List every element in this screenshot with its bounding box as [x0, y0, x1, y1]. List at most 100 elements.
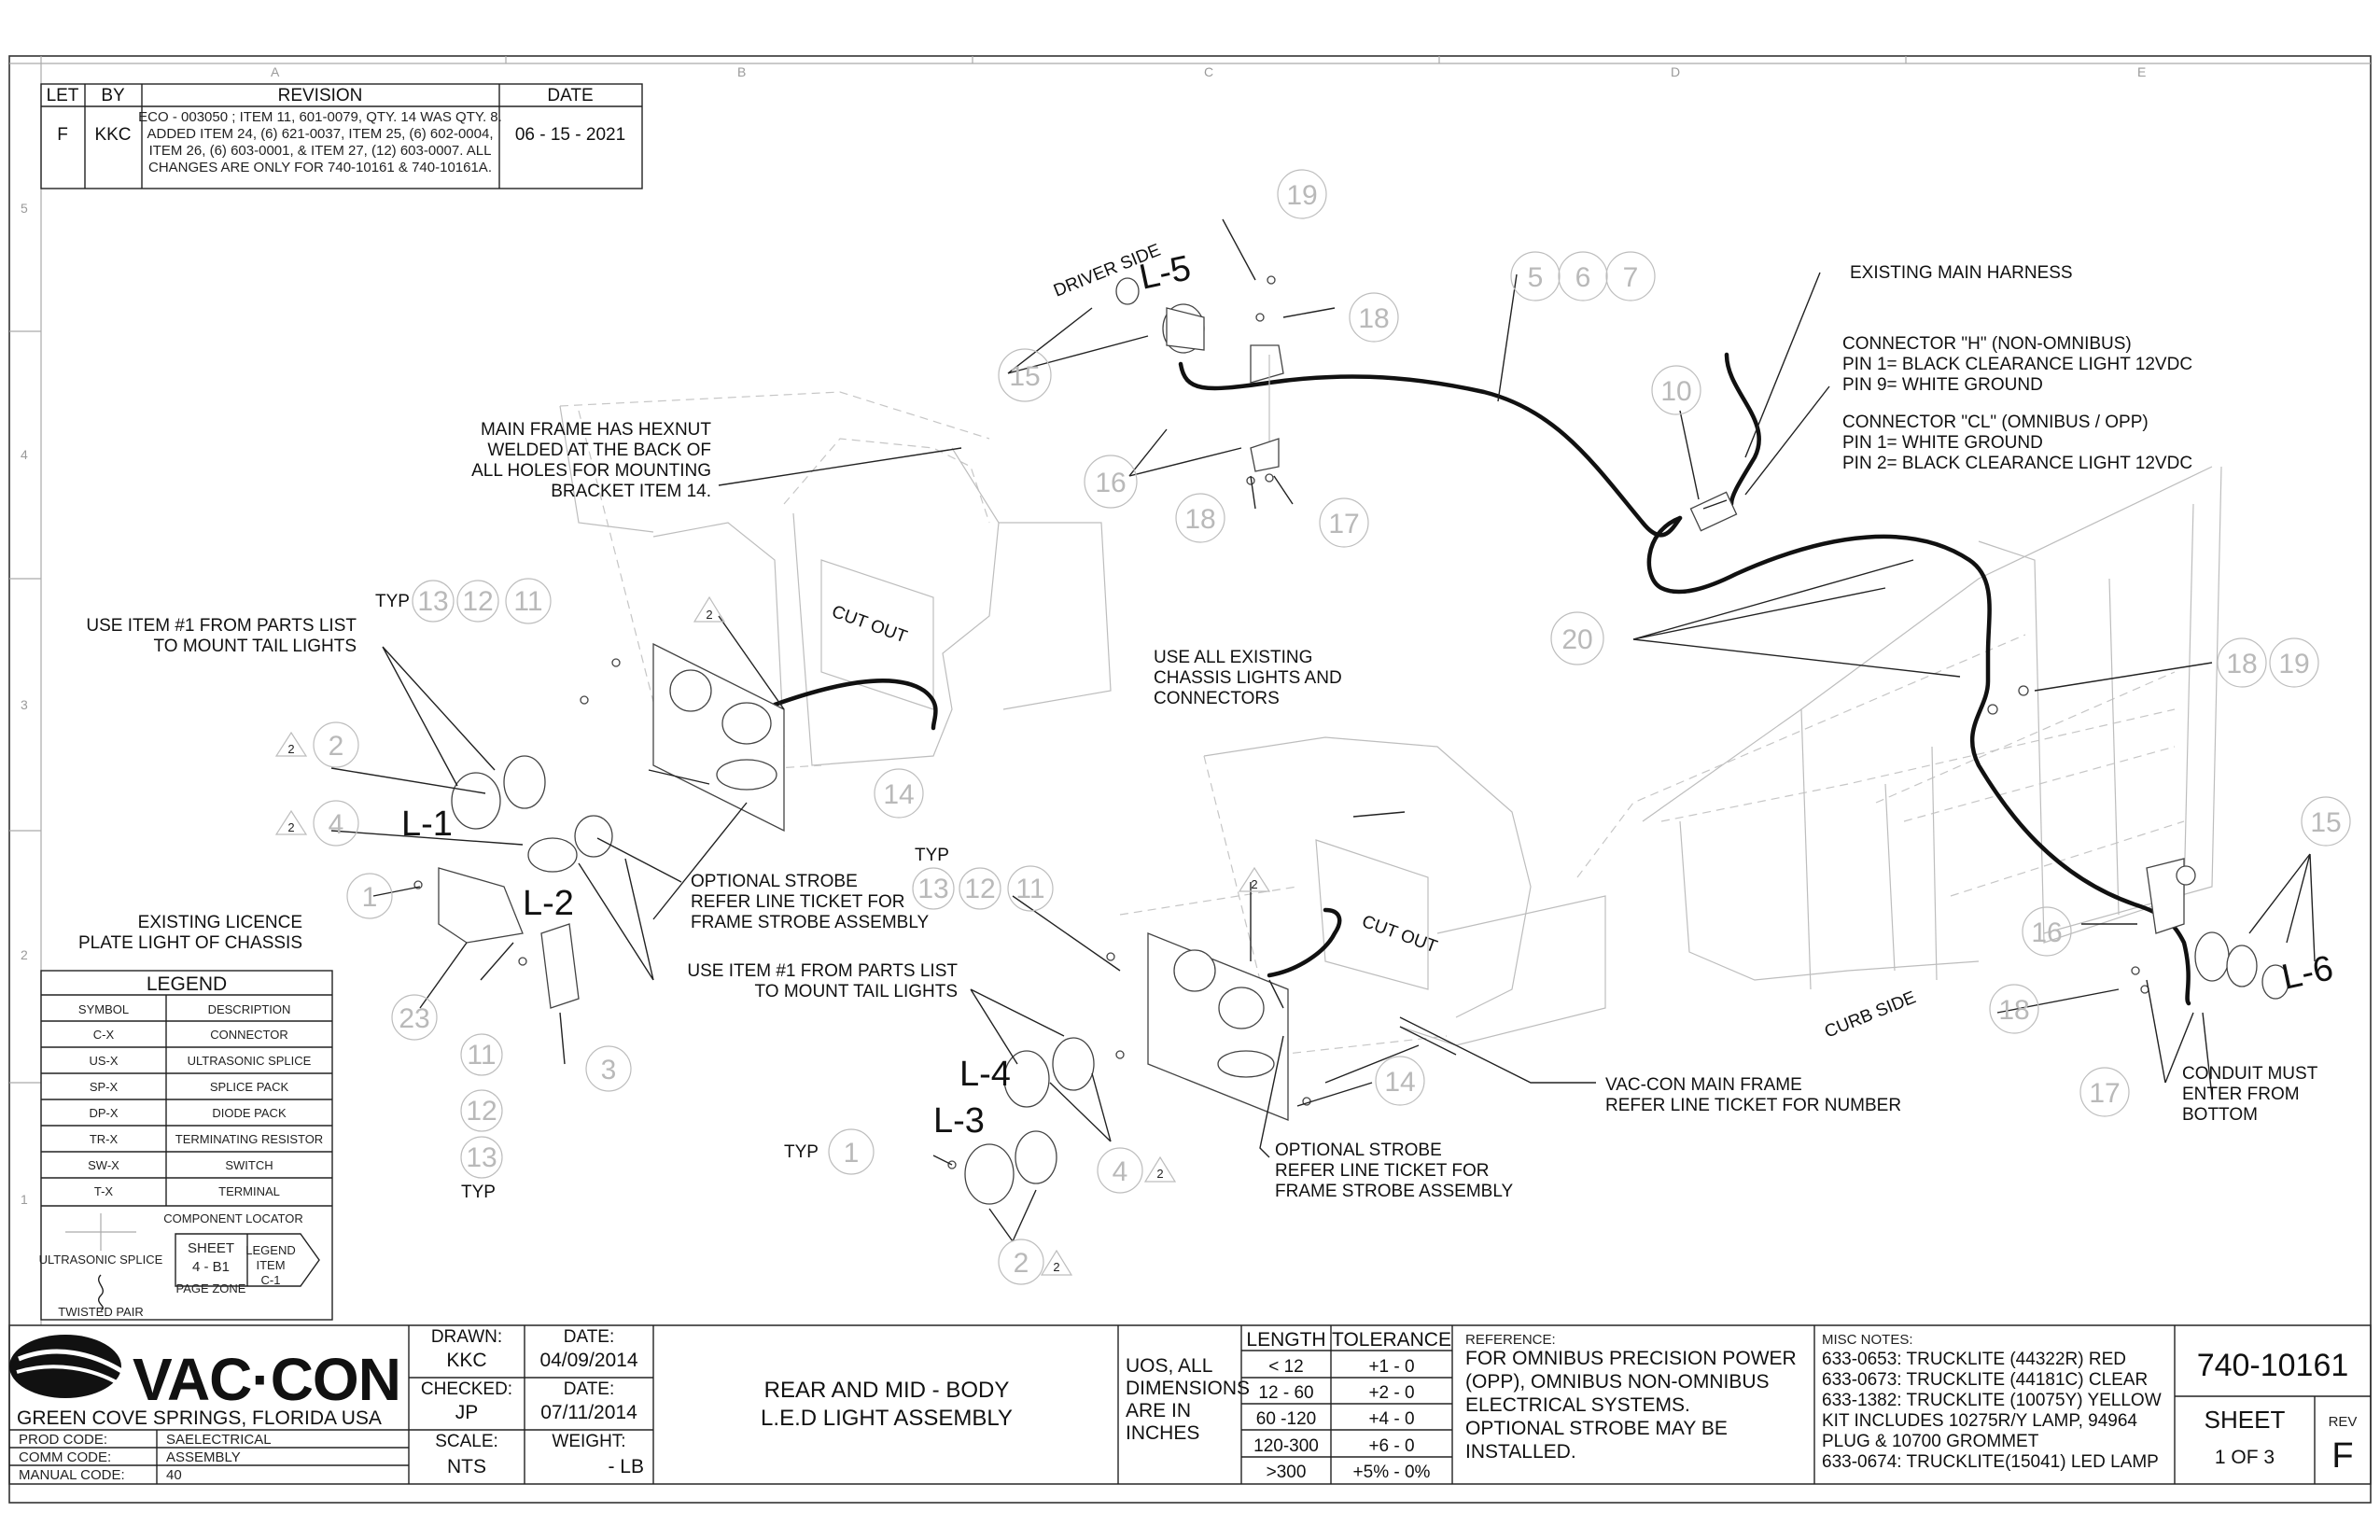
legend-locator-page-zone: PAGE ZONE: [176, 1281, 246, 1295]
reference-line: (OPP), OMNIBUS NON-OMNIBUS: [1465, 1371, 1770, 1393]
balloon-1-mid: 1: [828, 1128, 875, 1175]
rev-line: ECO - 003050 ; ITEM 11, 601-0079, QTY. 1…: [138, 109, 502, 125]
balloon-16-top: 16: [1084, 455, 1138, 509]
note-use-item1-mid: USE ITEM #1 FROM PARTS LIST TO MOUNT TAI…: [687, 961, 958, 1001]
connector-h-cl: [1689, 491, 1738, 532]
misc-note: 633-0653: TRUCKLITE (44322R) RED: [1822, 1350, 2126, 1369]
tolerance-value: +5% - 0%: [1353, 1463, 1431, 1482]
legend-description: SPLICE PACK: [210, 1080, 289, 1094]
checked-date: 07/11/2014: [540, 1402, 637, 1423]
rev-let: F: [57, 125, 68, 145]
curb-side-label: CURB SIDE: [1822, 987, 1919, 1042]
revision-flags: 2 2 2 2 2 2: [274, 595, 1271, 1276]
note-use-all-existing: USE ALL EXISTING CHASSIS LIGHTS AND CONN…: [1154, 648, 1342, 708]
svg-text:MAIN FRAME HAS HEXNUT: MAIN FRAME HAS HEXNUT: [481, 420, 711, 440]
light-label-l3: L-3: [933, 1101, 985, 1141]
legend-locator-sheet: SHEET: [188, 1240, 234, 1256]
svg-text:4: 4: [329, 809, 344, 840]
logo-text: VAC·CON: [133, 1346, 400, 1413]
note-optional-strobe-left: OPTIONAL STROBE REFER LINE TICKET FOR FR…: [691, 872, 929, 932]
scale-value: NTS: [447, 1456, 486, 1477]
balloon-20: 20: [1550, 611, 1604, 665]
rev-label: REV: [2329, 1414, 2358, 1430]
body-linework: [559, 391, 2222, 1056]
item-balloons: 19 18 15 16 18 17 5 6 7 10 20 18 19 15 1…: [313, 169, 2351, 1285]
l5-assembly: [1115, 275, 1284, 485]
tolerance-length: 120-300: [1253, 1436, 1319, 1456]
svg-text:USE ALL EXISTING: USE ALL EXISTING: [1154, 648, 1312, 667]
balloon-11-left: 11: [460, 1033, 503, 1076]
manual-code: 40: [166, 1467, 182, 1483]
svg-text:ENTER FROM: ENTER FROM: [2182, 1085, 2300, 1104]
balloon-2-left: 2: [313, 721, 359, 768]
scale-label: SCALE:: [435, 1432, 498, 1451]
legend-description: DIODE PACK: [212, 1106, 287, 1120]
l1-l2-assembly: [413, 642, 785, 1009]
legend-locator-sheet-ref: 4 - B1: [192, 1259, 230, 1275]
comm-code-label: COMM CODE:: [19, 1449, 111, 1465]
legend-symbol: SP-X: [90, 1080, 119, 1094]
rev-header-date: DATE: [547, 86, 593, 105]
light-label-l4: L-4: [959, 1055, 1011, 1094]
note-vac-con-main-frame: VAC-CON MAIN FRAME REFER LINE TICKET FOR…: [1605, 1075, 1901, 1115]
svg-text:16: 16: [1095, 468, 1126, 498]
zone-col-c: C: [1204, 64, 1213, 79]
note-main-frame-hexnut: MAIN FRAME HAS HEXNUT WELDED AT THE BACK…: [471, 420, 711, 501]
svg-text:4: 4: [1113, 1156, 1128, 1187]
svg-text:14: 14: [1384, 1067, 1415, 1098]
balloon-18-right: 18: [2217, 637, 2267, 688]
revision-table: LET BY REVISION DATE F KKC ECO - 003050 …: [40, 83, 643, 189]
rev-header-revision: REVISION: [278, 86, 363, 105]
svg-text:16: 16: [2031, 917, 2062, 948]
tolerance-header-length: LENGTH: [1246, 1329, 1325, 1351]
light-label-l1: L-1: [401, 805, 453, 844]
zone-col-b: B: [737, 64, 746, 79]
svg-text:USE ITEM #1 FROM PARTS LIST: USE ITEM #1 FROM PARTS LIST: [86, 616, 357, 636]
balloon-17-top: 17: [1319, 497, 1369, 548]
l4-lamp-face: [1003, 1050, 1050, 1108]
svg-text:10: 10: [1660, 376, 1691, 407]
svg-text:EXISTING LICENCE: EXISTING LICENCE: [138, 913, 302, 932]
svg-text:USE ITEM #1 FROM PARTS LIST: USE ITEM #1 FROM PARTS LIST: [687, 961, 958, 981]
l6-assembly: [1987, 685, 2289, 1000]
uos-line: INCHES: [1126, 1422, 1199, 1444]
balloon-23: 23: [391, 994, 438, 1041]
balloon-18-mid: 18: [1175, 493, 1225, 543]
drawn-date: 04/09/2014: [539, 1350, 637, 1371]
zone-row-3: 3: [21, 697, 28, 712]
uos-line: DIMENSIONS: [1126, 1378, 1250, 1399]
svg-text:20: 20: [1561, 624, 1592, 655]
rev-flag-triangle: 2: [274, 809, 308, 835]
svg-text:11: 11: [1015, 874, 1044, 904]
twisted-pair-icon: [98, 1274, 104, 1311]
rev-line: ADDED ITEM 24, (6) 621-0037, ITEM 25, (6…: [147, 126, 494, 142]
balloon-16-right: 16: [2022, 906, 2072, 957]
legend-description: ULTRASONIC SPLICE: [188, 1054, 312, 1068]
tolerance-value: +2 - 0: [1368, 1383, 1414, 1403]
balloon-18-top: 18: [1349, 292, 1399, 343]
l2-lamp-face: [527, 837, 578, 873]
tolerance-value: +4 - 0: [1368, 1409, 1414, 1429]
svg-text:12: 12: [462, 586, 493, 617]
svg-text:18: 18: [1358, 303, 1389, 334]
balloon-5: 5: [1510, 251, 1561, 301]
rev-line: CHANGES ARE ONLY FOR 740-10161 & 740-101…: [148, 160, 492, 175]
svg-text:19: 19: [1286, 180, 1317, 211]
title-block: VAC·CON GREEN COVE SPRINGS, FLORIDA USA …: [8, 1324, 2372, 1485]
drawing-number: 740-10161: [2197, 1348, 2349, 1383]
balloon-1-left: 1: [346, 873, 393, 919]
zone-row-5: 5: [21, 201, 28, 216]
svg-text:11: 11: [467, 1040, 496, 1071]
checked-by: JP: [455, 1402, 479, 1423]
leader-lines: [330, 218, 2316, 1242]
legend-symbol: C-X: [93, 1028, 115, 1042]
svg-text:6: 6: [1575, 262, 1591, 293]
svg-text:18: 18: [1184, 504, 1215, 535]
svg-text:12: 12: [964, 874, 995, 904]
sheet-label: SHEET: [2205, 1406, 2286, 1434]
svg-text:VAC-CON MAIN FRAME: VAC-CON MAIN FRAME: [1605, 1075, 1802, 1095]
note-optional-strobe-bottom: OPTIONAL STROBE REFER LINE TICKET FOR FR…: [1275, 1141, 1513, 1201]
rev-header-let: LET: [47, 86, 79, 105]
company-location: GREEN COVE SPRINGS, FLORIDA USA: [17, 1407, 382, 1429]
svg-text:PIN 9= WHITE GROUND: PIN 9= WHITE GROUND: [1842, 375, 2043, 395]
